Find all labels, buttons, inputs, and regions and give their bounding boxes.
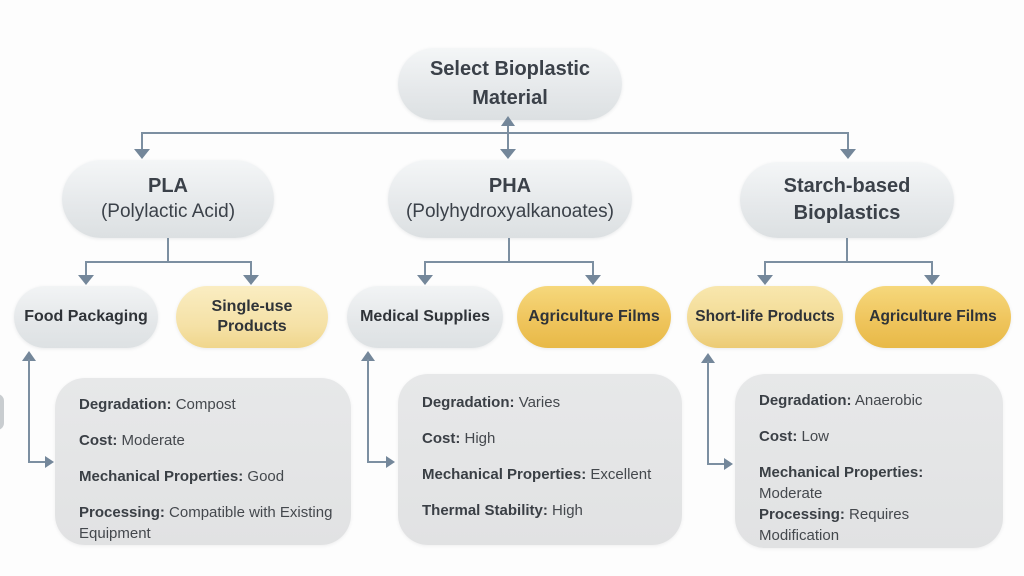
branch-title: PLA	[148, 175, 188, 198]
connector-line	[507, 125, 509, 134]
connector-line	[846, 238, 848, 262]
property-line: Cost: High	[422, 428, 678, 449]
property-value: Requires Modification	[759, 506, 910, 544]
property-line: Cost: Low	[759, 426, 989, 447]
property-label: Cost:	[759, 428, 798, 445]
application-pill-agriculture-films-1: Agriculture Films	[517, 286, 671, 348]
connector-line	[85, 261, 87, 277]
property-value: Varies	[518, 394, 561, 411]
property-label: Processing:	[79, 504, 165, 521]
arrowhead-right-icon	[386, 456, 395, 468]
property-label: Mechanical Properties:	[422, 466, 587, 483]
property-label: Degradation:	[79, 396, 172, 413]
arrowhead-down-icon	[78, 275, 94, 285]
property-value: Good	[247, 468, 285, 485]
property-value: Excellent	[590, 466, 652, 483]
connector-line	[28, 461, 46, 463]
arrowhead-down-icon	[134, 149, 150, 159]
application-pill-short-life-products: Short-life Products	[687, 286, 843, 348]
branch-subtitle: (Polyhydroxyalkanoates)	[405, 201, 615, 223]
arrowhead-up-icon	[22, 351, 36, 361]
arrowhead-down-icon	[585, 275, 601, 285]
property-label: Mechanical Properties:	[79, 468, 244, 485]
property-label: Degradation:	[422, 394, 515, 411]
property-line: Mechanical Properties: Moderate	[759, 462, 989, 504]
connector-line	[507, 132, 509, 150]
application-pill-medical-supplies: Medical Supplies	[347, 286, 503, 348]
connector-line	[508, 238, 510, 262]
info-box-pha: Degradation: Varies Cost: High Mechanica…	[398, 374, 682, 545]
arrowhead-down-icon	[500, 149, 516, 159]
connector-line	[250, 261, 252, 277]
application-pill-agriculture-films-2: Agriculture Films	[855, 286, 1011, 348]
branch-node-pla: PLA (Polylactic Acid)	[62, 160, 274, 238]
info-box-pla: Degradation: Compost Cost: Moderate Mech…	[55, 378, 351, 545]
property-line: Mechanical Properties: Good	[79, 466, 335, 487]
connector-line	[707, 361, 709, 464]
connector-line	[931, 261, 933, 277]
arrowhead-down-icon	[840, 149, 856, 159]
root-node: Select Bioplastic Material	[398, 48, 622, 120]
connector-line	[367, 359, 369, 462]
property-line: Mechanical Properties: Excellent	[422, 464, 678, 485]
branch-node-pha: PHA (Polyhydroxyalkanoates)	[388, 160, 632, 238]
property-value: Moderate	[121, 432, 185, 449]
property-line: Degradation: Compost	[79, 394, 335, 415]
connector-line	[85, 261, 252, 263]
connector-line	[28, 359, 30, 462]
application-pill-food-packaging: Food Packaging	[14, 286, 158, 348]
property-line: Processing: Requires Modification	[759, 504, 989, 546]
property-value: Anaerobic	[854, 392, 923, 409]
branch-title: Starch-based Bioplastics	[783, 175, 911, 224]
property-label: Mechanical Properties:	[759, 464, 924, 481]
branch-title: PHA	[488, 175, 532, 198]
connector-line	[141, 132, 143, 150]
property-value: Compatible with Existing Equipment	[79, 504, 333, 542]
property-value: Low	[801, 428, 830, 445]
branch-node-starch: Starch-based Bioplastics	[740, 162, 954, 238]
arrowhead-up-icon	[501, 116, 515, 126]
property-value: Compost	[175, 396, 236, 413]
property-value: Moderate	[759, 485, 823, 502]
arrowhead-right-icon	[724, 458, 733, 470]
property-line: Thermal Stability: High	[422, 500, 678, 521]
branch-subtitle: (Polylactic Acid)	[100, 201, 236, 223]
info-box-starch: Degradation: Anaerobic Cost: Low Mechani…	[735, 374, 1003, 548]
arrowhead-up-icon	[701, 353, 715, 363]
property-label: Cost:	[79, 432, 118, 449]
arrowhead-down-icon	[417, 275, 433, 285]
property-line: Processing: Compatible with Existing Equ…	[79, 502, 335, 544]
application-pill-single-use-products: Single-use Products	[176, 286, 328, 348]
connector-line	[847, 132, 849, 150]
connector-line	[764, 261, 766, 277]
property-label: Degradation:	[759, 392, 852, 409]
property-label: Cost:	[422, 430, 461, 447]
arrowhead-right-icon	[45, 456, 54, 468]
connector-line	[167, 238, 169, 262]
arrowhead-up-icon	[361, 351, 375, 361]
connector-line	[764, 261, 933, 263]
property-line: Degradation: Anaerobic	[759, 390, 989, 411]
arrowhead-down-icon	[757, 275, 773, 285]
root-node-label: Select Bioplastic Material	[429, 58, 591, 109]
connector-line	[367, 461, 387, 463]
arrowhead-down-icon	[243, 275, 259, 285]
property-value: High	[552, 502, 583, 519]
property-label: Thermal Stability:	[422, 502, 548, 519]
connector-line	[141, 132, 849, 134]
connector-line	[707, 463, 725, 465]
connector-line	[592, 261, 594, 277]
connector-line	[424, 261, 426, 277]
property-value: High	[464, 430, 496, 447]
property-line: Degradation: Varies	[422, 392, 678, 413]
property-line: Cost: Moderate	[79, 430, 335, 451]
connector-line	[424, 261, 594, 263]
property-label: Processing:	[759, 506, 845, 523]
clipped-edge-shape	[0, 394, 4, 430]
arrowhead-down-icon	[924, 275, 940, 285]
